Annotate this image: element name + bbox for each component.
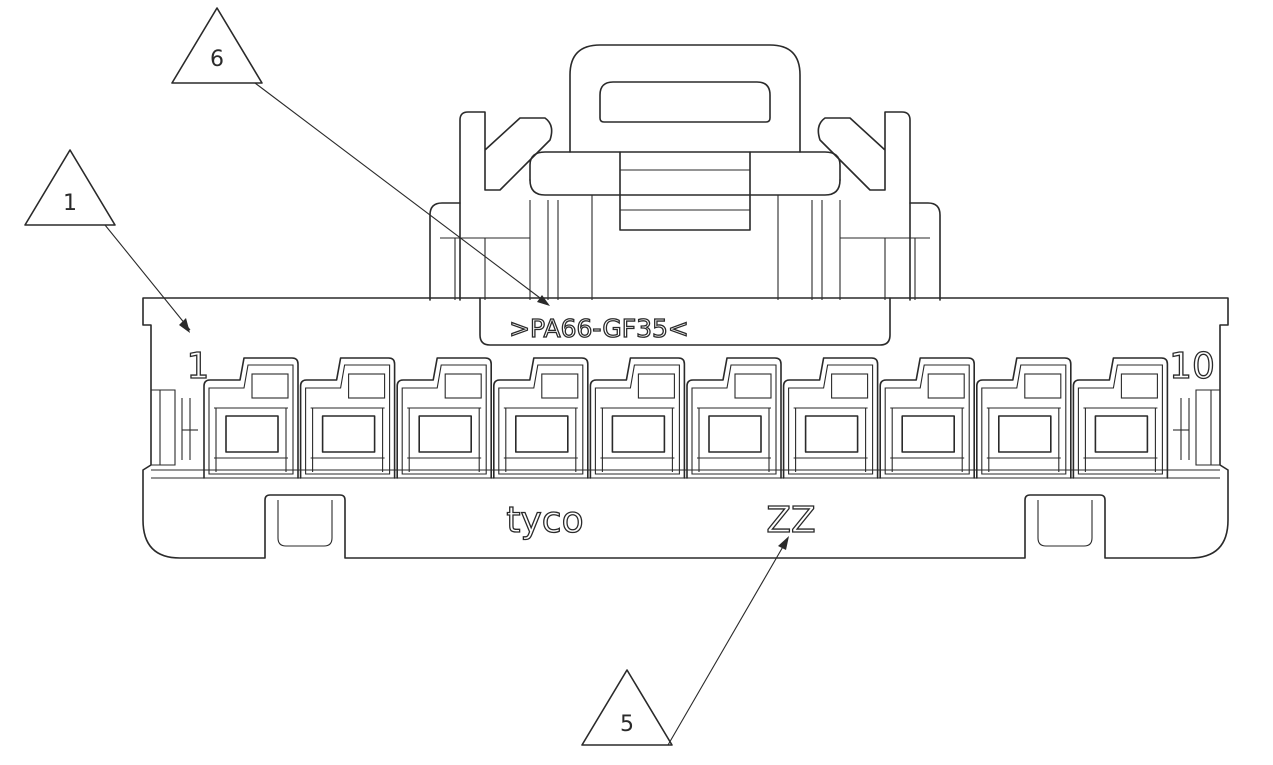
callout-1-number: 1 [63,191,77,216]
cavity-latch-window [444,373,482,399]
callout-5-triangle [581,669,673,746]
cavity-outline [299,357,396,479]
cavity-inner-outline [208,364,294,475]
cavity-inner-outline [498,364,584,475]
cavity-latch-window [637,373,675,399]
cavity-terminal-window [418,415,473,453]
cavity-latch-window [251,373,289,399]
cavity-terminal-window [514,415,569,453]
cavity-inner-outline [788,364,874,475]
cavity-terminal-window [997,415,1052,453]
cavity-latch-window [541,373,579,399]
cavity-10 [1072,357,1169,479]
cavity-inner-outline [981,364,1067,475]
cavity-outline [1072,357,1169,479]
callout-6-leader [254,82,549,305]
cavity-terminal-window [321,415,376,453]
cavity-row [203,357,1169,479]
cavity-outline [589,357,686,479]
locking-latch [429,44,941,301]
cavity-1 [203,357,299,479]
material-marking: >PA66-GF35< [509,314,689,343]
callout-6: 6 [171,7,550,306]
cavity-latch-window [348,373,386,399]
cavity-3 [396,357,492,479]
cavity-4 [493,357,589,479]
cavity-outline [493,357,589,479]
cavity-latch-window [1024,373,1062,399]
cavity-2 [299,357,396,479]
cavity-outline [203,357,299,479]
callout-5-arrowhead [778,536,789,550]
cavity-terminal-window [1094,415,1149,453]
cavity-terminal-window [225,415,279,453]
callout-6-number: 6 [210,47,224,72]
cavity-inner-outline [1077,364,1163,475]
cavity-outline [396,357,492,479]
cavity-terminal-window [611,415,666,453]
cavity-terminal-window [804,415,859,453]
callout-6-triangle [171,7,263,84]
callout-5-number: 5 [620,712,634,737]
cavity-terminal-window [708,415,762,453]
callout-6-arrowhead [537,295,550,306]
cavity-outline [686,357,782,479]
cavity-9 [976,357,1072,479]
callout-1-arrowhead [179,318,190,333]
cavity-code-marking: ZZ [766,500,815,541]
cavity-inner-outline [884,364,970,475]
cavity-outline [879,357,975,479]
callout-5-leader [667,537,789,746]
cavity-terminal-window [901,415,956,453]
cavity-latch-window [734,373,772,399]
callout-1-leader [104,224,191,331]
cavity-7 [782,357,879,479]
cavity-5 [589,357,686,479]
cavity-latch-window [831,373,869,399]
cavity-6 [686,357,782,479]
cavity-latch-window [1120,373,1158,399]
pin-number-first: 1 [187,346,210,387]
cavity-outline [782,357,879,479]
cavity-inner-outline [305,364,391,475]
cavity-outline [976,357,1072,479]
housing-body [142,297,1229,559]
pin-number-last: 10 [1169,346,1215,387]
callout-5: 5 [581,536,789,746]
brand-marking: tyco [506,500,583,541]
cavity-inner-outline [691,364,777,475]
cavity-inner-outline [401,364,487,475]
callout-1: 1 [24,149,191,333]
cavity-inner-outline [594,364,680,475]
cavity-8 [879,357,975,479]
callout-1-triangle [24,149,116,226]
cavity-latch-window [927,373,965,399]
